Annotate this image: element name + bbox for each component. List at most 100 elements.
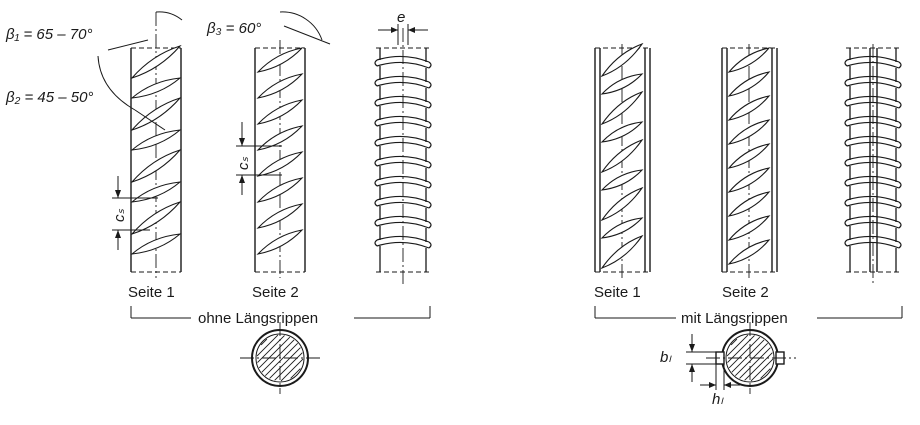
bar-seite1-with-longitudinal-ribs: [594, 42, 651, 278]
cross-section-with-ribs: [706, 322, 796, 394]
rib-edge: [374, 79, 378, 87]
transverse-rib: [376, 241, 430, 249]
transverse-rib: [376, 61, 430, 69]
hatch-line: [260, 338, 268, 346]
beta-angle-annotations: [97, 11, 331, 131]
bar-seite1-without-longitudinal-ribs: [130, 12, 182, 278]
rib-edge: [428, 181, 432, 189]
rib-edge: [374, 119, 378, 127]
transverse-rib: [376, 181, 430, 189]
hatch-line: [731, 339, 765, 373]
bl-label: bₗ: [660, 349, 672, 366]
bar-seite2-without-longitudinal-ribs: [254, 40, 306, 278]
inclined-rib: [130, 200, 182, 236]
transverse-rib: [376, 101, 430, 109]
rib-edge: [898, 121, 902, 129]
transverse-rib: [846, 181, 900, 189]
transverse-rib: [376, 175, 430, 183]
transverse-rib: [846, 61, 900, 69]
transverse-rib: [846, 155, 900, 163]
beta2-label: β₂ = 45 – 50°: [5, 89, 93, 106]
rib-edge: [898, 101, 902, 109]
inclined-rib: [727, 95, 771, 121]
rib-edge: [844, 239, 848, 247]
inclined-rib: [600, 138, 644, 174]
rib-edge: [374, 239, 378, 247]
rib-edge: [898, 141, 902, 149]
hl-label: hₗ: [712, 391, 724, 408]
rib-edge: [844, 99, 848, 107]
hatch-line: [264, 342, 299, 377]
rib-edge: [374, 159, 378, 167]
inclined-rib: [130, 181, 182, 203]
inclined-rib: [130, 148, 182, 184]
rib-edge: [374, 179, 378, 187]
rib-edge: [428, 61, 432, 69]
e-label: e: [397, 9, 405, 26]
transverse-rib: [846, 215, 900, 223]
transverse-rib: [376, 161, 430, 169]
inclined-rib: [256, 229, 304, 255]
rib-edge: [844, 139, 848, 147]
transverse-rib: [846, 221, 900, 229]
hatch-line: [274, 352, 303, 381]
hatch-line: [726, 334, 749, 357]
inclined-rib: [727, 143, 771, 169]
rib-edge: [428, 141, 432, 149]
inclined-rib: [600, 217, 644, 239]
transverse-rib: [846, 135, 900, 143]
ohne-laengsrippen-label: ohne Längsrippen: [198, 310, 318, 327]
cs-label-middle: cₛ: [235, 157, 252, 171]
inclined-rib: [727, 215, 771, 241]
inclined-rib: [600, 169, 644, 191]
cs-label-left: cₛ: [111, 209, 128, 223]
inclined-rib: [727, 167, 771, 193]
transverse-rib: [846, 201, 900, 209]
rib-edge: [428, 101, 432, 109]
hatch-line: [261, 339, 295, 373]
inclined-rib: [256, 47, 304, 73]
transverse-rib: [376, 215, 430, 223]
bracket-ohne: [130, 306, 431, 319]
hatch-line: [760, 368, 771, 379]
transverse-rib: [376, 115, 430, 123]
inclined-rib: [600, 73, 644, 95]
transverse-rib: [846, 161, 900, 169]
transverse-rib: [376, 135, 430, 143]
inclined-rib: [256, 73, 304, 99]
inclined-rib: [256, 177, 304, 203]
seite1-label-right: Seite 1: [594, 284, 641, 301]
hatch-line: [256, 334, 279, 357]
hatch-line: [744, 352, 773, 381]
seite1-label-left: Seite 1: [128, 284, 175, 301]
inclined-rib: [130, 96, 182, 132]
rib-edge: [898, 181, 902, 189]
transverse-rib: [376, 121, 430, 129]
transverse-rib: [846, 141, 900, 149]
rib-edge: [844, 219, 848, 227]
bl-dimension: [686, 334, 716, 382]
rib-edge: [898, 161, 902, 169]
transverse-rib: [376, 75, 430, 83]
rib-edge: [898, 81, 902, 89]
rib-edge: [428, 201, 432, 209]
hatch-line: [730, 338, 738, 346]
rib-edge: [428, 241, 432, 249]
bar-seite2-with-longitudinal-ribs: [721, 44, 778, 278]
rib-edge: [898, 241, 902, 249]
rib-edge: [428, 161, 432, 169]
inclined-rib: [727, 239, 771, 265]
inclined-rib: [727, 119, 771, 145]
hatch-line: [269, 347, 301, 379]
rib-edge: [844, 59, 848, 67]
rib-edge: [898, 221, 902, 229]
rib-edge: [374, 59, 378, 67]
transverse-rib: [376, 221, 430, 229]
rib-edge: [428, 81, 432, 89]
bracket-mit: [594, 306, 903, 319]
rib-edge: [844, 119, 848, 127]
rib-edge: [844, 199, 848, 207]
seite2-label-right: Seite 2: [722, 284, 769, 301]
hatch-line: [727, 335, 755, 363]
